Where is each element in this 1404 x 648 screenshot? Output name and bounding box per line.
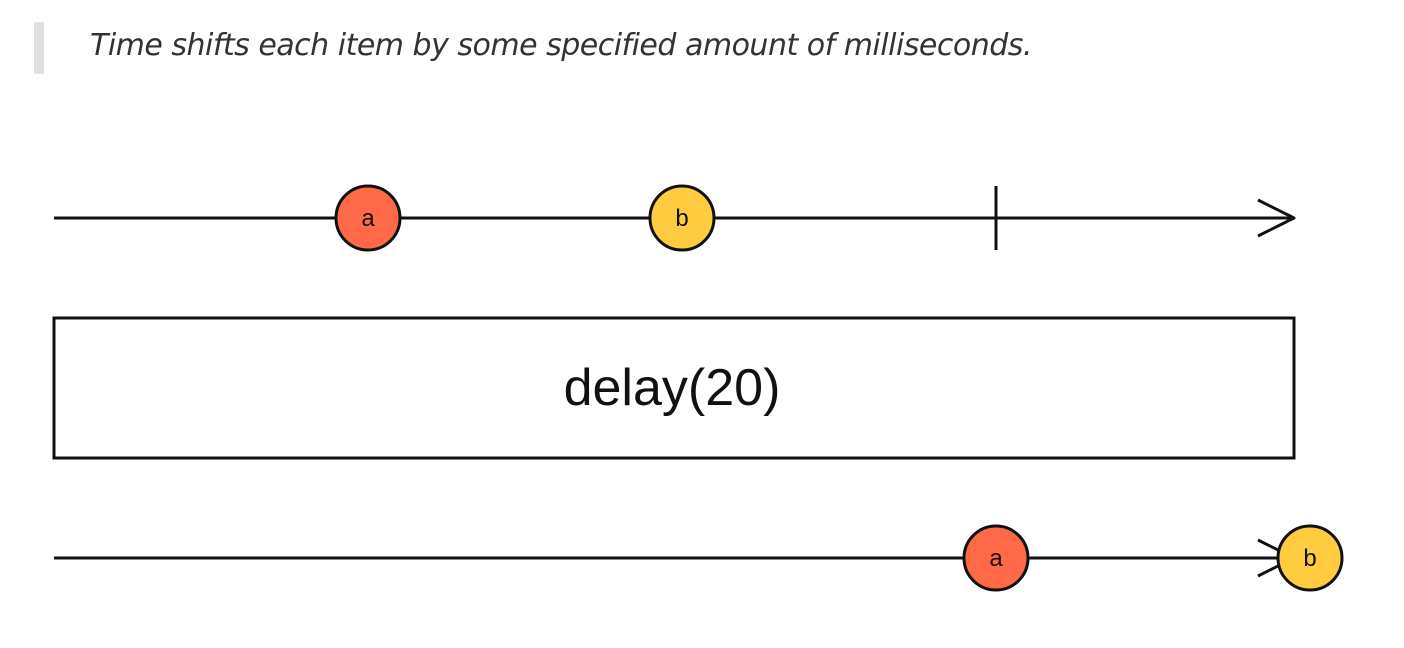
output-marble-b: b: [1276, 524, 1344, 592]
input-marble-a-circle: [334, 184, 402, 252]
input-marble-a-label: a: [361, 205, 375, 232]
output-marble-b-label: b: [1303, 545, 1316, 572]
input-timeline-arrowhead: [1257, 198, 1296, 238]
operator-label: delay(20): [564, 359, 781, 417]
caption-blockquote: Time shifts each item by some specified …: [34, 22, 1334, 74]
input-marble-a: a: [334, 184, 402, 252]
input-marble-b-label: b: [675, 205, 688, 232]
quote-bar: [34, 22, 44, 74]
input-marble-b-circle: [648, 184, 716, 252]
operator-box: delay(20): [52, 316, 1296, 460]
output-marble-a: a: [962, 524, 1030, 592]
output-marble-a-label: a: [989, 545, 1003, 572]
input-marble-b: b: [648, 184, 716, 252]
output-marble-b-circle: [1276, 524, 1344, 592]
caption-text: Time shifts each item by some specified …: [90, 28, 1032, 63]
output-marble-a-circle: [962, 524, 1030, 592]
operator-rect: [52, 316, 1296, 460]
